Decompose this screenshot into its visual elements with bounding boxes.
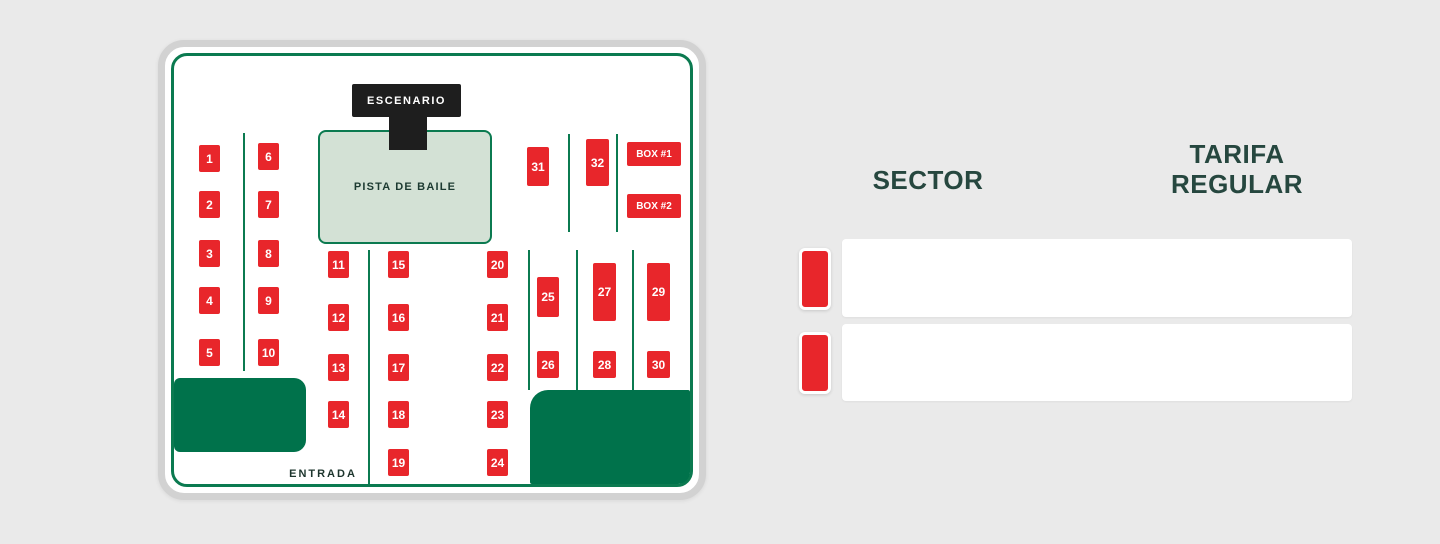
table-21[interactable]: 21 <box>487 304 508 331</box>
sector-swatch <box>799 332 831 394</box>
divider-line <box>632 250 634 390</box>
table-26[interactable]: 26 <box>537 351 559 378</box>
table-4[interactable]: 4 <box>199 287 220 314</box>
legend-row <box>799 239 1352 317</box>
table-8[interactable]: 8 <box>258 240 279 267</box>
entrance-label: ENTRADA <box>289 468 357 480</box>
table-22[interactable]: 22 <box>487 354 508 381</box>
stage: ESCENARIO <box>352 84 461 117</box>
table-2[interactable]: 2 <box>199 191 220 218</box>
table-18[interactable]: 18 <box>388 401 409 428</box>
legend-row-bar <box>842 324 1352 401</box>
table-20[interactable]: 20 <box>487 251 508 278</box>
divider-line <box>568 134 570 232</box>
table-3[interactable]: 3 <box>199 240 220 267</box>
table-5[interactable]: 5 <box>199 339 220 366</box>
table-15[interactable]: 15 <box>388 251 409 278</box>
table-10[interactable]: 10 <box>258 339 279 366</box>
legend-row-bar <box>842 239 1352 317</box>
table-27[interactable]: 27 <box>593 263 616 321</box>
table-23[interactable]: 23 <box>487 401 508 428</box>
service-area-bottom-right <box>530 390 690 484</box>
service-area-bottom-left <box>174 378 306 452</box>
table-9[interactable]: 9 <box>258 287 279 314</box>
table-19[interactable]: 19 <box>388 449 409 476</box>
venue-map-border <box>171 53 693 487</box>
stage-front-platform <box>389 114 427 150</box>
table-28[interactable]: 28 <box>593 351 616 378</box>
sector-header: SECTOR <box>872 165 984 195</box>
table-7[interactable]: 7 <box>258 191 279 218</box>
table-11[interactable]: 11 <box>328 251 349 278</box>
table-24[interactable]: 24 <box>487 449 508 476</box>
vip-box-1[interactable]: BOX #1 <box>627 142 681 166</box>
table-25[interactable]: 25 <box>537 277 559 317</box>
divider-line <box>528 250 530 390</box>
table-14[interactable]: 14 <box>328 401 349 428</box>
table-31[interactable]: 31 <box>527 147 549 186</box>
divider-line <box>368 250 370 484</box>
table-13[interactable]: 13 <box>328 354 349 381</box>
divider-line <box>576 250 578 390</box>
divider-line <box>243 133 245 371</box>
sector-swatch <box>799 248 831 310</box>
legend-row <box>799 324 1352 401</box>
stage-label: ESCENARIO <box>367 94 446 107</box>
table-32[interactable]: 32 <box>586 139 609 186</box>
table-30[interactable]: 30 <box>647 351 670 378</box>
table-16[interactable]: 16 <box>388 304 409 331</box>
table-1[interactable]: 1 <box>199 145 220 172</box>
table-6[interactable]: 6 <box>258 143 279 170</box>
divider-line <box>616 134 618 232</box>
vip-box-2[interactable]: BOX #2 <box>627 194 681 218</box>
dance-floor-label: PISTA DE BAILE <box>353 181 457 193</box>
tarifa-header: TARIFA REGULAR <box>1170 139 1304 199</box>
table-29[interactable]: 29 <box>647 263 670 321</box>
table-12[interactable]: 12 <box>328 304 349 331</box>
table-17[interactable]: 17 <box>388 354 409 381</box>
